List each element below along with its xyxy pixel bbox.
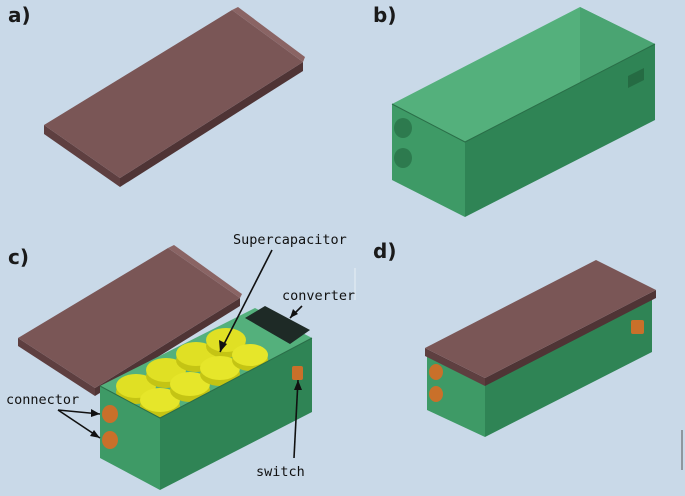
switch-icon (292, 366, 303, 380)
panel-b-label: b) (373, 3, 396, 27)
panel-a: a) (8, 3, 305, 187)
connector-port-icon (102, 431, 118, 449)
callout-switch: switch (256, 464, 305, 480)
switch-icon (631, 320, 644, 334)
callout-connector: connector (6, 392, 79, 408)
panel-b: b) (373, 3, 656, 217)
connector-port-icon (429, 364, 443, 380)
callout-converter: converter (282, 288, 355, 304)
supercapacitor-cells (116, 328, 268, 418)
converter-block (245, 306, 310, 344)
port-hole-icon (394, 118, 412, 138)
connector-port-icon (429, 386, 443, 402)
lid-a (44, 7, 305, 187)
panel-d: d) (373, 239, 656, 437)
supercapacitor-leader-arrow (219, 249, 273, 353)
box-b (391, 7, 656, 217)
switch-leader-arrow (293, 379, 299, 459)
port-hole-icon (394, 148, 412, 168)
box-c (99, 306, 313, 490)
panel-d-label: d) (373, 239, 396, 263)
panel-c-label: c) (8, 245, 29, 269)
arrow-head-icon (294, 380, 302, 390)
arrow-head-icon (90, 430, 100, 438)
closed-box-d (425, 260, 656, 437)
arrow-head-icon (290, 309, 298, 318)
panel-a-label: a) (8, 3, 31, 27)
arrow-head-icon (219, 340, 227, 352)
panel-c: c) (6, 232, 355, 490)
switch-slot-icon (628, 68, 644, 88)
connector-port-icon (102, 405, 118, 423)
arrow-head-icon (91, 409, 100, 417)
callout-supercapacitor: Supercapacitor (233, 232, 347, 248)
arrow-heads (90, 309, 302, 438)
